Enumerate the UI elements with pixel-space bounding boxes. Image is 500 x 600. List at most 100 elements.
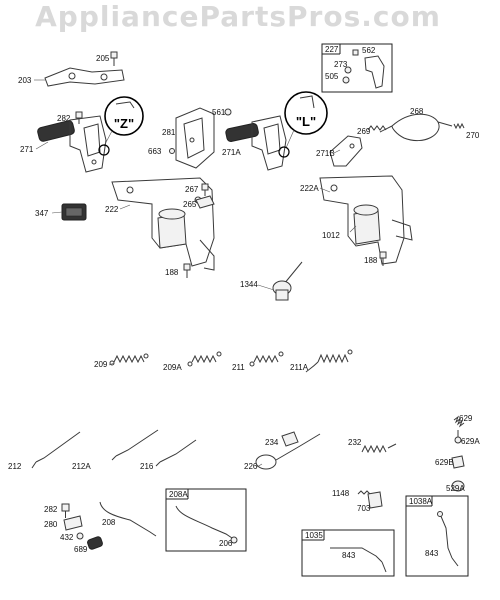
label-211: 211 bbox=[232, 363, 245, 372]
label-663: 663 bbox=[148, 147, 162, 156]
label-212A: 212A bbox=[72, 462, 91, 471]
part-212-rod bbox=[31, 431, 81, 469]
label-505: 505 bbox=[325, 72, 339, 81]
part-280 bbox=[63, 515, 83, 531]
part-1344-knob bbox=[272, 261, 303, 301]
label-561: 561 bbox=[212, 108, 226, 117]
part-234-clip bbox=[281, 431, 299, 447]
label-271B: 271B bbox=[316, 149, 335, 158]
box-1035-label: 1035 bbox=[305, 531, 323, 540]
part-1148 bbox=[357, 490, 371, 495]
label-347: 347 bbox=[35, 209, 49, 218]
label-234: 234 bbox=[265, 438, 279, 447]
part-629B bbox=[451, 455, 465, 469]
label-216: 216 bbox=[140, 462, 154, 471]
part-216-rod bbox=[155, 439, 197, 467]
label-273: 273 bbox=[334, 60, 348, 69]
label-268: 268 bbox=[410, 107, 424, 116]
part-232-spring bbox=[361, 443, 397, 454]
callout-l-text: "L" bbox=[296, 114, 316, 129]
label-281: 281 bbox=[162, 128, 176, 137]
label-208: 208 bbox=[102, 518, 116, 527]
watermark: AppliancePartsPros.com bbox=[35, 0, 441, 33]
label-188b: 188 bbox=[364, 256, 378, 265]
part-281 bbox=[175, 107, 215, 169]
label-689: 689 bbox=[74, 545, 88, 554]
part-629A bbox=[454, 430, 462, 444]
part-226-link bbox=[255, 433, 321, 470]
box-208A-label: 208A bbox=[169, 490, 188, 499]
callout-l: "L" bbox=[278, 91, 328, 158]
label-282b: 282 bbox=[44, 505, 58, 514]
label-270: 270 bbox=[466, 131, 480, 140]
part-282b-screw bbox=[61, 503, 70, 518]
box-1035: 1035 bbox=[301, 529, 395, 577]
part-212A-rod bbox=[111, 429, 159, 461]
label-271A: 271A bbox=[222, 148, 241, 157]
label-206: 206 bbox=[219, 539, 233, 548]
leader-lines bbox=[34, 79, 341, 468]
part-222 bbox=[111, 177, 215, 271]
part-205-screw bbox=[110, 51, 118, 66]
label-1148: 1148 bbox=[332, 489, 350, 498]
part-188a-screw bbox=[183, 263, 191, 278]
part-689 bbox=[87, 536, 103, 550]
part-209-spring bbox=[109, 353, 149, 366]
label-271: 271 bbox=[20, 145, 34, 154]
box-1038A-label: 1038A bbox=[409, 497, 433, 506]
part-663 bbox=[169, 148, 175, 154]
part-208-rod bbox=[99, 501, 157, 537]
callout-z-text: "Z" bbox=[114, 116, 134, 131]
box-227: 227 bbox=[321, 43, 393, 93]
box-227-label: 227 bbox=[325, 45, 339, 54]
label-226: 226 bbox=[244, 462, 258, 471]
label-703: 703 bbox=[357, 504, 371, 513]
label-280: 280 bbox=[44, 520, 58, 529]
part-211-spring bbox=[249, 351, 284, 367]
label-211A: 211A bbox=[290, 363, 309, 372]
label-529A: 529A bbox=[446, 484, 465, 493]
part-271 bbox=[37, 115, 107, 173]
part-529A bbox=[451, 480, 465, 492]
part-282 bbox=[75, 111, 83, 124]
label-843a: 843 bbox=[342, 551, 356, 560]
part-222A bbox=[319, 175, 413, 265]
box-1038A: 1038A bbox=[405, 495, 469, 577]
label-267: 267 bbox=[185, 185, 199, 194]
part-432 bbox=[76, 532, 84, 540]
part-270-spring bbox=[453, 122, 465, 130]
label-222: 222 bbox=[105, 205, 119, 214]
part-188b-screw bbox=[379, 251, 387, 266]
part-629-spring bbox=[453, 415, 465, 428]
label-562: 562 bbox=[362, 46, 376, 55]
label-188a: 188 bbox=[165, 268, 179, 277]
label-432: 432 bbox=[60, 533, 74, 542]
label-212: 212 bbox=[8, 462, 22, 471]
label-629B: 629B bbox=[435, 458, 454, 467]
label-629: 629 bbox=[459, 414, 473, 423]
label-232: 232 bbox=[348, 438, 362, 447]
label-209: 209 bbox=[94, 360, 108, 369]
part-561 bbox=[224, 108, 232, 116]
part-268-cable bbox=[379, 113, 453, 142]
label-1012: 1012 bbox=[322, 231, 340, 240]
part-203 bbox=[44, 67, 125, 87]
label-203: 203 bbox=[18, 76, 32, 85]
label-209A: 209A bbox=[163, 363, 182, 372]
label-282: 282 bbox=[57, 114, 71, 123]
part-271A bbox=[225, 115, 287, 171]
part-265 bbox=[195, 195, 215, 209]
box-208A: 208A bbox=[165, 488, 247, 552]
callout-z: "Z" bbox=[98, 96, 144, 156]
part-267 bbox=[201, 183, 209, 196]
label-629A: 629A bbox=[461, 437, 480, 446]
part-271B bbox=[329, 135, 363, 167]
part-269-spring bbox=[367, 125, 387, 131]
part-211A-spring bbox=[305, 349, 353, 373]
label-205: 205 bbox=[96, 54, 110, 63]
part-703 bbox=[367, 491, 383, 509]
part-209A-spring bbox=[187, 351, 222, 367]
label-269: 269 bbox=[357, 127, 371, 136]
label-222A: 222A bbox=[300, 184, 319, 193]
